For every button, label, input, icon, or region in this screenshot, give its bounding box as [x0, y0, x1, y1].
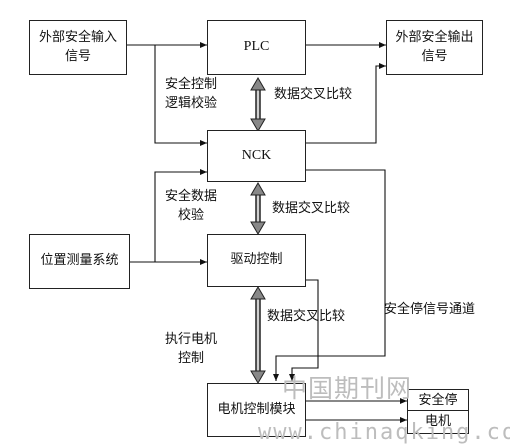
watermark-url: www.chinaqking.com — [258, 420, 510, 445]
motor-box: 电机 — [407, 410, 469, 434]
ext-in-box: 外部安全输入 信号 — [29, 20, 127, 75]
plc-box: PLC — [207, 20, 306, 75]
safe-stop-label: 安全停 — [418, 393, 458, 409]
double-arrow-plc-nck — [250, 77, 266, 132]
nck-label: NCK — [241, 147, 272, 163]
watermark-cn: 中国期刊网 — [282, 374, 413, 403]
ext-out-box: 外部安全输出 信号 — [386, 20, 483, 75]
drive-label: 驱动控制 — [230, 252, 283, 268]
plc-label: PLC — [243, 39, 270, 55]
arrow-safe-stop-channel — [273, 169, 386, 381]
nck-box: NCK — [207, 130, 306, 182]
motor-ctrl-box: 电机控制模块 — [207, 383, 306, 437]
cross-compare-label-3: 数据交叉比较 — [267, 309, 346, 324]
double-arrow-nck-drive — [250, 182, 266, 235]
motor-ctrl-label: 电机控制模块 — [217, 401, 296, 417]
cross-compare-label-2: 数据交叉比较 — [272, 201, 351, 216]
arrow-extin-nck — [154, 45, 207, 146]
exec-motor-label: 执行电机 控制 — [165, 332, 218, 366]
logic-check-label: 安全控制 逻辑校验 — [165, 77, 218, 111]
pos-label: 位置测量系统 — [40, 253, 119, 269]
safe-stop-channel-label: 安全停信号通道 — [384, 302, 476, 317]
ext-out-label: 外部安全输出 信号 — [395, 29, 474, 64]
data-check-label: 安全数据 校验 — [165, 189, 218, 223]
motor-label: 电机 — [424, 413, 451, 429]
cross-compare-label-1: 数据交叉比较 — [274, 87, 353, 102]
drive-box: 驱动控制 — [207, 234, 306, 287]
double-arrow-drive-motorctrl — [250, 286, 266, 384]
arrow-pos-nck — [154, 169, 207, 262]
pos-box: 位置测量系统 — [29, 234, 130, 289]
ext-in-label: 外部安全输入 信号 — [38, 29, 117, 64]
arrow-drive-motorctrl — [289, 279, 319, 381]
arrow-nck-extout — [306, 63, 386, 144]
